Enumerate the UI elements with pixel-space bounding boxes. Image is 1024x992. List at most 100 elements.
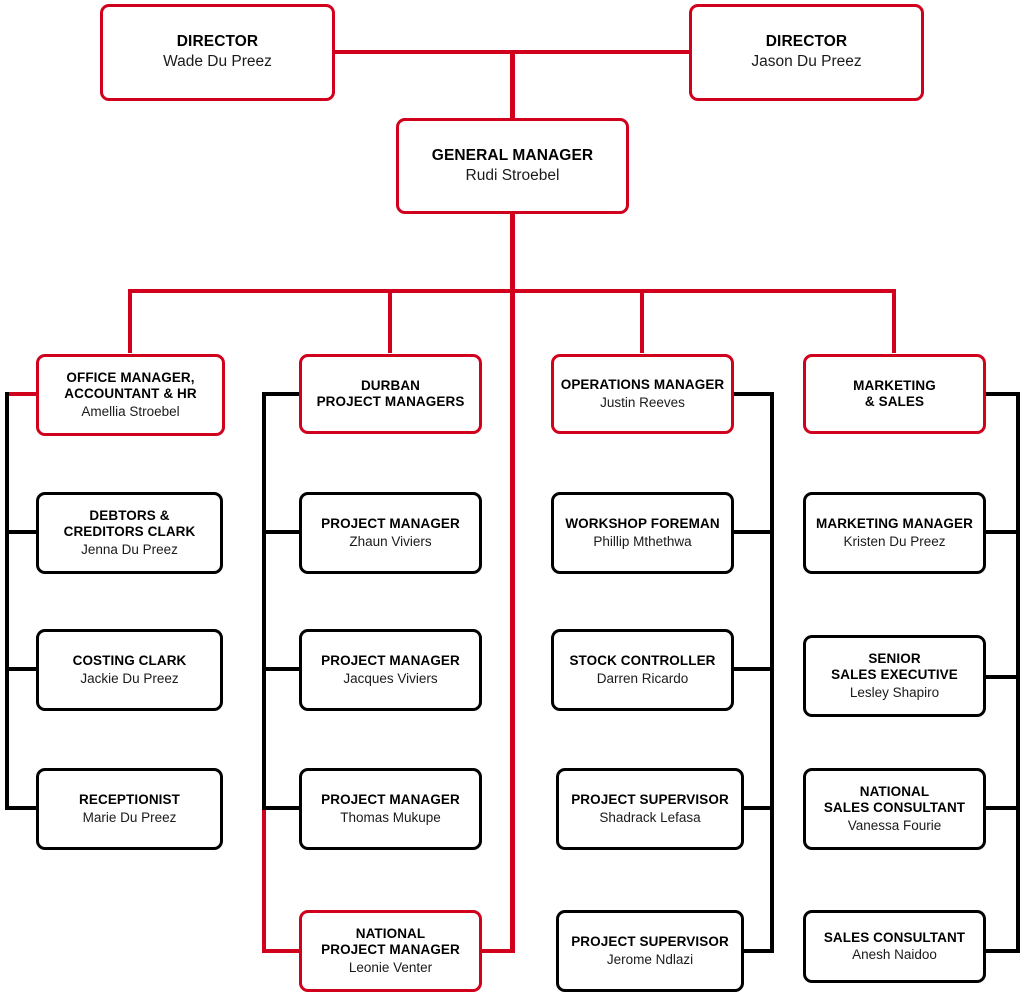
node-person: Lesley Shapiro xyxy=(849,684,940,700)
node-national-project-manager[interactable]: NATIONAL PROJECT MANAGER Leonie Venter xyxy=(299,910,482,992)
node-title-line-1: SENIOR xyxy=(868,650,921,666)
node-title-line-2: ACCOUNTANT & HR xyxy=(64,386,197,402)
node-title: DURBAN PROJECT MANAGERS xyxy=(317,378,465,411)
node-debtors-creditors-clark[interactable]: DEBTORS & CREDITORS CLARK Jenna Du Preez xyxy=(36,492,223,574)
node-general-manager[interactable]: GENERAL MANAGER Rudi Stroebel xyxy=(396,118,629,214)
node-project-manager-zhaun-viviers[interactable]: PROJECT MANAGER Zhaun Viviers xyxy=(299,492,482,574)
connector-col4-stub-1 xyxy=(985,530,1020,534)
connector-col3-stub-3 xyxy=(740,806,774,810)
node-title: DEBTORS & CREDITORS CLARK xyxy=(64,508,196,541)
node-title: SENIOR SALES EXECUTIVE xyxy=(831,651,958,684)
connector-col3-stub-2 xyxy=(732,667,774,671)
connector-col3-head-stub xyxy=(732,392,774,396)
node-director-jason-du-preez[interactable]: DIRECTOR Jason Du Preez xyxy=(689,4,924,101)
node-person: Kristen Du Preez xyxy=(843,533,946,549)
node-person: Jackie Du Preez xyxy=(80,670,179,686)
node-person: Jerome Ndlazi xyxy=(606,951,694,967)
node-person: Leonie Venter xyxy=(348,959,433,975)
node-receptionist[interactable]: RECEPTIONIST Marie Du Preez xyxy=(36,768,223,850)
node-title: NATIONAL PROJECT MANAGER xyxy=(321,926,460,959)
node-person: Darren Ricardo xyxy=(596,670,689,686)
node-person: Wade Du Preez xyxy=(163,53,272,70)
node-title-line-2: PROJECT MANAGER xyxy=(321,942,460,958)
node-project-supervisor-jerome-ndlazi[interactable]: PROJECT SUPERVISOR Jerome Ndlazi xyxy=(556,910,744,992)
node-person: Amellia Stroebel xyxy=(81,403,180,419)
node-marketing-and-sales[interactable]: MARKETING & SALES xyxy=(803,354,986,434)
connector-col2-stub-2 xyxy=(262,667,300,671)
node-title-line-1: OFFICE MANAGER, xyxy=(66,369,195,385)
node-marketing-manager[interactable]: MARKETING MANAGER Kristen Du Preez xyxy=(803,492,986,574)
node-project-supervisor-shadrack-lefasa[interactable]: PROJECT SUPERVISOR Shadrack Lefasa xyxy=(556,768,744,850)
connector-drop-column-4 xyxy=(892,289,896,353)
connector-col2-head-stub xyxy=(262,392,300,396)
connector-col3-stub-4 xyxy=(740,949,774,953)
node-director-wade-du-preez[interactable]: DIRECTOR Wade Du Preez xyxy=(100,4,335,101)
node-title-line-2: SALES CONSULTANT xyxy=(823,800,966,816)
node-sales-consultant[interactable]: SALES CONSULTANT Anesh Naidoo xyxy=(803,910,986,983)
connector-national-pm-to-trunk xyxy=(482,949,515,953)
node-office-manager-accountant-hr[interactable]: OFFICE MANAGER, ACCOUNTANT & HR Amellia … xyxy=(36,354,225,436)
node-title-line-1: PROJECT MANAGER xyxy=(321,792,460,808)
node-title: DIRECTOR xyxy=(176,33,259,51)
node-title-line-1: MARKETING MANAGER xyxy=(816,516,973,532)
node-person: Jenna Du Preez xyxy=(81,541,178,557)
node-title: SALES CONSULTANT xyxy=(824,930,965,946)
node-person: Rudi Stroebel xyxy=(465,166,560,184)
node-title: PROJECT MANAGER xyxy=(321,516,460,532)
node-person: Jacques Viviers xyxy=(343,670,438,686)
connector-col1-spine xyxy=(5,392,9,810)
node-person: Justin Reeves xyxy=(600,394,685,410)
connector-drop-column-1 xyxy=(128,289,132,353)
connector-col2-stub-3 xyxy=(262,806,300,810)
node-title-line-1: DEBTORS & xyxy=(89,507,170,523)
connector-trunk-to-gm xyxy=(510,50,515,118)
node-title: PROJECT MANAGER xyxy=(321,792,460,808)
node-person: Thomas Mukupe xyxy=(340,809,441,825)
connector-col2-spine-black xyxy=(262,392,266,810)
node-title: DIRECTOR xyxy=(765,33,848,51)
node-title-line-1: STOCK CONTROLLER xyxy=(569,653,716,669)
node-title: OFFICE MANAGER, ACCOUNTANT & HR xyxy=(64,370,197,403)
node-person: Shadrack Lefasa xyxy=(599,809,701,825)
node-title-line-1: NATIONAL xyxy=(859,783,930,799)
node-costing-clark[interactable]: COSTING CLARK Jackie Du Preez xyxy=(36,629,223,711)
connector-col4-stub-3 xyxy=(985,806,1020,810)
node-title: RECEPTIONIST xyxy=(79,792,180,808)
node-title-line-1: MARKETING xyxy=(853,377,936,393)
node-title: GENERAL MANAGER xyxy=(431,146,594,164)
connector-col3-stub-1 xyxy=(732,530,774,534)
connector-col2-stub-1 xyxy=(262,530,300,534)
node-workshop-foreman[interactable]: WORKSHOP FOREMAN Phillip Mthethwa xyxy=(551,492,734,574)
node-senior-sales-executive[interactable]: SENIOR SALES EXECUTIVE Lesley Shapiro xyxy=(803,635,986,717)
node-title-line-1: OPERATIONS MANAGER xyxy=(560,377,725,393)
connector-col1-stub-2 xyxy=(5,667,37,671)
connector-trunk-below-gm xyxy=(510,213,515,951)
node-title-line-1: COSTING CLARK xyxy=(72,653,187,669)
node-durban-project-managers[interactable]: DURBAN PROJECT MANAGERS xyxy=(299,354,482,434)
node-person: Anesh Naidoo xyxy=(852,947,937,962)
node-title: STOCK CONTROLLER xyxy=(569,653,715,669)
connector-col4-spine xyxy=(1016,392,1020,952)
node-person: Zhaun Viviers xyxy=(349,533,432,549)
node-national-sales-consultant[interactable]: NATIONAL SALES CONSULTANT Vanessa Fourie xyxy=(803,768,986,850)
connector-col1-head-stub xyxy=(5,392,37,396)
node-title: COSTING CLARK xyxy=(73,653,187,669)
node-title: NATIONAL SALES CONSULTANT xyxy=(824,784,965,817)
connector-drop-column-3 xyxy=(640,289,644,353)
node-operations-manager[interactable]: OPERATIONS MANAGER Justin Reeves xyxy=(551,354,734,434)
node-title-line-1: WORKSHOP FOREMAN xyxy=(565,516,720,532)
node-title: PROJECT SUPERVISOR xyxy=(571,934,729,950)
node-title-line-1: SALES CONSULTANT xyxy=(823,929,966,945)
node-title-line-2: PROJECT MANAGERS xyxy=(316,394,465,409)
node-project-manager-jacques-viviers[interactable]: PROJECT MANAGER Jacques Viviers xyxy=(299,629,482,711)
node-stock-controller[interactable]: STOCK CONTROLLER Darren Ricardo xyxy=(551,629,734,711)
connector-col4-stub-2 xyxy=(985,675,1020,679)
node-title-line-1: PROJECT MANAGER xyxy=(321,516,460,532)
node-person: Phillip Mthethwa xyxy=(593,533,692,549)
node-title-line-1: NATIONAL xyxy=(355,925,426,941)
node-title: MARKETING & SALES xyxy=(853,378,936,411)
node-project-manager-thomas-mukupe[interactable]: PROJECT MANAGER Thomas Mukupe xyxy=(299,768,482,850)
connector-drop-column-2 xyxy=(388,289,392,353)
node-title-line-2: SALES EXECUTIVE xyxy=(831,667,958,683)
node-person: Jason Du Preez xyxy=(751,53,862,70)
